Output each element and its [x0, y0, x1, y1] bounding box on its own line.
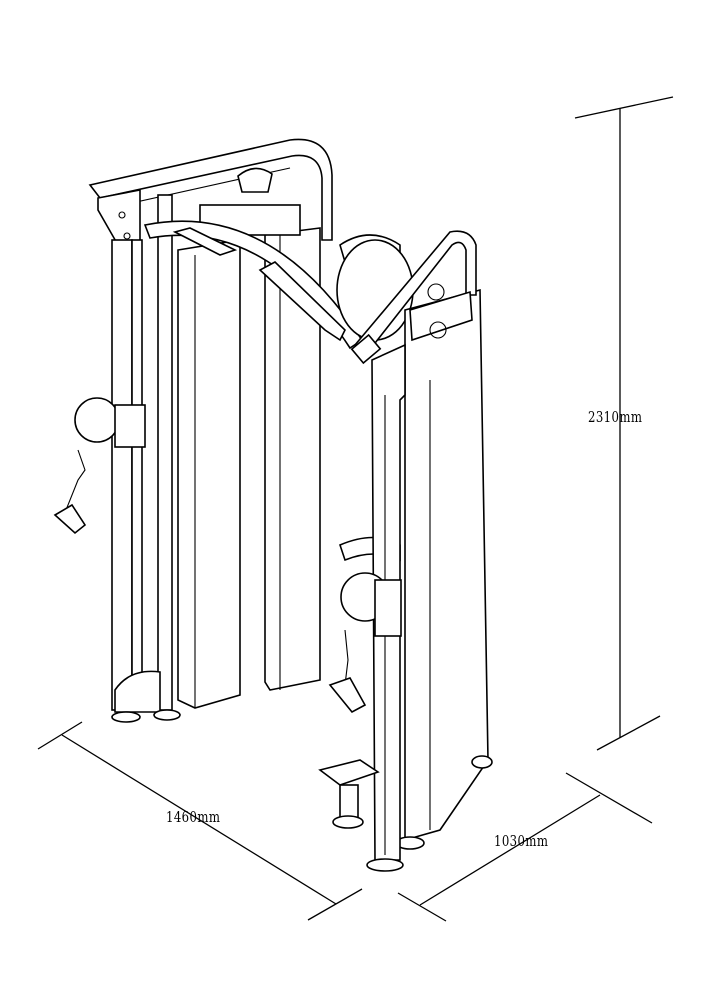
depth-dimension-label: 1030mm	[494, 832, 549, 850]
right-top-frame	[350, 230, 477, 365]
left-upright	[111, 194, 181, 723]
weight-stack-housing	[177, 204, 321, 709]
pull-up-bar	[143, 220, 364, 350]
width-dimension-lines	[37, 721, 363, 921]
height-dimension-lines	[574, 96, 674, 751]
depth-dimension-lines	[397, 772, 653, 922]
width-dimension-label: 1460mm	[166, 808, 221, 826]
height-dimension-label: 2310mm	[588, 408, 643, 426]
foot-plate	[318, 759, 380, 829]
pulleys	[53, 397, 402, 714]
